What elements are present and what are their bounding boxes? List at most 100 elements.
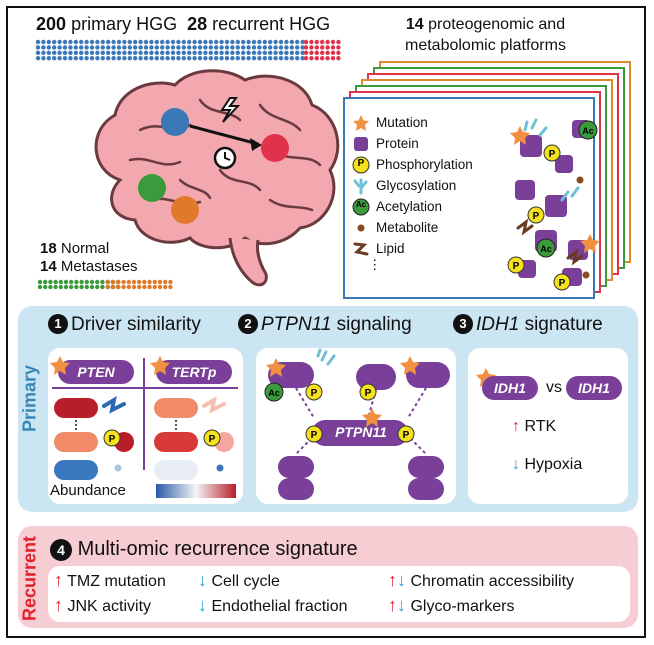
recurrence-item-label: Cell cycle	[207, 573, 280, 590]
cohort-dot	[143, 50, 149, 55]
cohort-dot	[126, 279, 131, 285]
cohort-dot	[300, 45, 305, 50]
cohort-dot	[284, 50, 289, 55]
metastasis-dot	[171, 196, 199, 224]
cohort-dot	[111, 56, 116, 61]
recurrence-item: ↓ Endothelial fraction	[198, 595, 348, 616]
cohort-dot	[295, 56, 300, 61]
legend-row: Mutation	[352, 112, 522, 133]
cohort-dot	[289, 45, 294, 50]
cohort-dot	[143, 56, 149, 61]
cohort-dot	[330, 45, 336, 50]
cohort-dot	[84, 279, 90, 285]
cohort-dot	[111, 45, 116, 50]
cohort-dot	[314, 39, 319, 45]
cohort-dot	[330, 50, 336, 55]
svg-text:P: P	[549, 149, 556, 160]
up-arrow-icon: ↑	[54, 570, 63, 590]
cohort-dot	[35, 39, 41, 45]
cohort-dot	[73, 45, 79, 50]
cohort-dot	[69, 279, 74, 285]
cohort-dot	[57, 39, 62, 45]
cohort-dot	[127, 45, 132, 50]
cohort-dot	[257, 39, 262, 45]
cohort-dot	[127, 39, 132, 45]
cohort-dot	[111, 50, 116, 55]
cohort-dot	[336, 56, 341, 61]
cohort-dot	[41, 39, 46, 45]
cohort-dot	[37, 279, 43, 285]
cohort-dot	[214, 56, 219, 61]
cohort-dot	[57, 56, 62, 61]
cohort-dot	[106, 45, 111, 50]
cohort-dot	[187, 45, 192, 50]
cohort-dot	[246, 56, 251, 61]
cohort-dot	[309, 56, 314, 61]
cohort-dot	[79, 50, 84, 55]
cohort-dot	[303, 45, 309, 50]
lipid-zigzag-icon	[352, 240, 370, 258]
cohort-dot	[160, 56, 165, 61]
cohort-dot	[62, 39, 68, 45]
cohort-dot	[224, 45, 230, 50]
section-gene: PTPN11	[261, 314, 332, 335]
acetyl-ac-icon: Ac	[352, 198, 370, 216]
cohort-dot	[165, 56, 170, 61]
cohort-dot	[105, 284, 111, 290]
cohort-dot	[95, 39, 100, 45]
recurrence-item-label: Chromatin accessibility	[406, 573, 575, 590]
cohort-dot	[84, 39, 89, 45]
recurrence-item: ↑ JNK activity	[54, 595, 151, 616]
cohort-dot	[325, 50, 330, 55]
cohort-dot	[149, 50, 154, 55]
cohort-dot	[127, 56, 132, 61]
cohort-dot	[336, 45, 341, 50]
normal-label: Normal	[60, 240, 110, 257]
cohort-dot	[336, 50, 341, 55]
cohort-dot	[122, 39, 127, 45]
cohort-dot	[111, 39, 116, 45]
cohort-dot	[133, 39, 138, 45]
ac-glyph-text: Ac	[268, 388, 280, 398]
cohort-dot	[95, 56, 100, 61]
cohort-dot	[41, 56, 46, 61]
cohort-dot	[273, 56, 278, 61]
svg-text:P: P	[209, 434, 216, 445]
cohort-dot	[58, 284, 63, 290]
cohort-dot	[219, 39, 224, 45]
cohort-dot	[289, 56, 294, 61]
cohort-dot	[325, 39, 330, 45]
cohort-dot	[41, 45, 46, 50]
cohort-dot	[330, 39, 336, 45]
cohort-dot	[89, 39, 95, 45]
cohort-dot	[116, 45, 122, 50]
cohort-dot	[57, 50, 62, 55]
cohort-dot	[149, 45, 154, 50]
cohort-dot	[289, 39, 294, 45]
cohort-dot	[230, 45, 235, 50]
cohort-dot	[100, 39, 106, 45]
hypoxia-row: ↓ Hypoxia	[512, 456, 582, 474]
rtk-row: ↑ RTK	[512, 418, 556, 436]
cohort-dot	[235, 39, 240, 45]
cohort-dot	[336, 39, 341, 45]
cohort-dot	[208, 39, 213, 45]
cohort-dot	[314, 50, 319, 55]
cohort-dot	[241, 50, 246, 55]
cohort-dot	[89, 284, 95, 290]
down-arrow-icon: ↓	[198, 570, 207, 590]
cohort-dot	[284, 56, 289, 61]
cohort-dot	[192, 45, 197, 50]
cohort-dot	[84, 56, 89, 61]
cohort-dot	[330, 56, 336, 61]
cohort-dot	[165, 50, 170, 55]
section-title-text: signaling	[331, 314, 412, 335]
cohort-dot	[251, 45, 257, 50]
cohort-dot	[62, 56, 68, 61]
recurrent-side-label: Recurrent	[19, 535, 40, 622]
cohort-dot	[208, 45, 213, 50]
cohort-dot	[68, 56, 73, 61]
cohort-dot	[235, 50, 240, 55]
cohort-dot	[35, 50, 41, 55]
